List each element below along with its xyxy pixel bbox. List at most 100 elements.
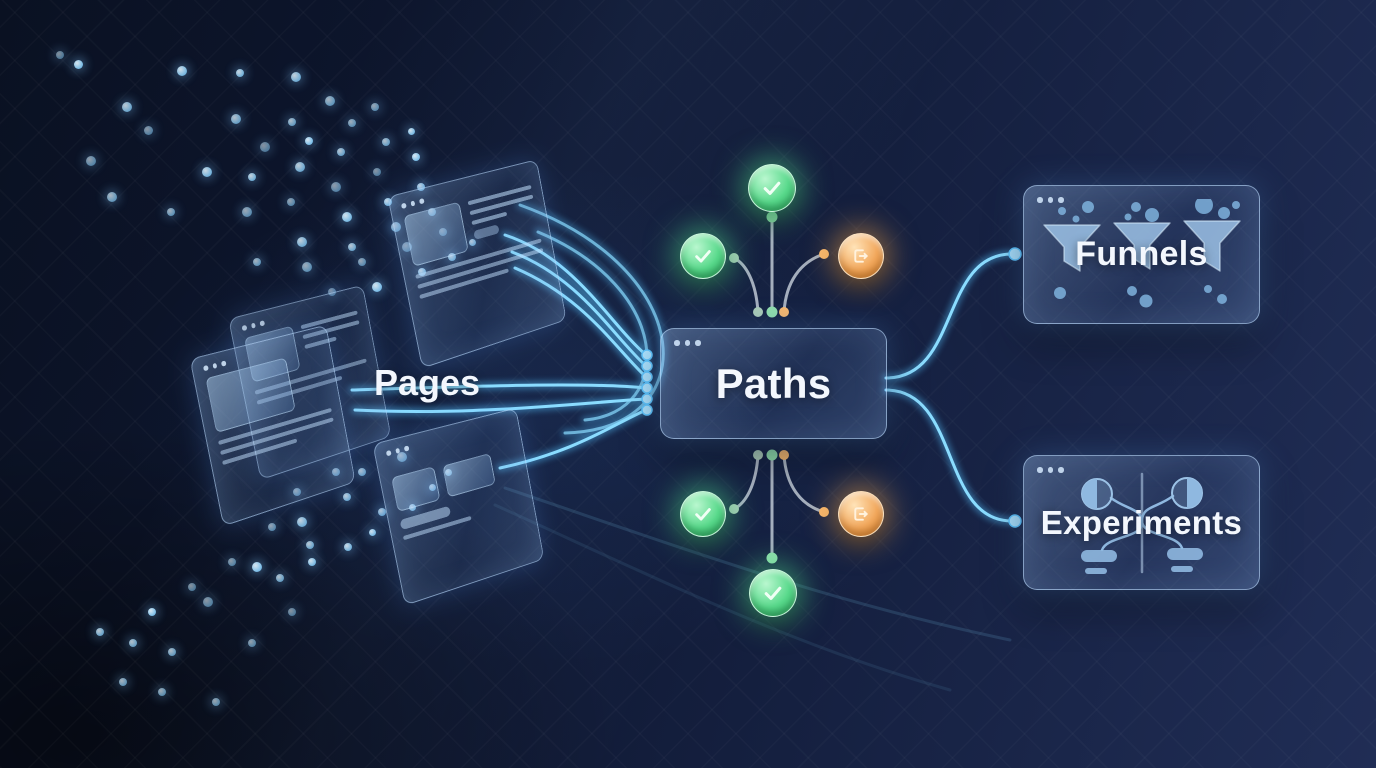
stream-dot xyxy=(328,288,336,296)
stream-dot xyxy=(378,508,386,516)
stream-dot xyxy=(308,558,316,566)
stream-dot xyxy=(342,212,352,222)
stream-dot xyxy=(444,468,452,476)
stream-dot xyxy=(276,574,284,582)
check-icon xyxy=(695,508,711,521)
pages-label: Pages xyxy=(374,362,481,403)
stream-dot xyxy=(408,503,416,511)
window-dots-icon xyxy=(674,340,701,346)
branch-endpoints xyxy=(729,211,829,564)
stream-dot xyxy=(107,192,117,202)
stream-dot xyxy=(412,153,420,161)
stream-dot xyxy=(148,608,156,616)
stream-dot xyxy=(242,207,252,217)
stream-dot xyxy=(86,156,96,166)
check-chip-top-left xyxy=(680,233,726,279)
stream-dot xyxy=(428,483,436,491)
stream-dot xyxy=(391,222,401,232)
stream-dot xyxy=(167,208,175,216)
stream-dot xyxy=(297,517,307,527)
check-chip-top-center xyxy=(748,164,796,212)
stream-dot xyxy=(287,198,295,206)
stream-dot xyxy=(371,103,379,111)
stream-dot xyxy=(325,96,335,106)
stream-dot xyxy=(373,168,381,176)
stream-dot xyxy=(439,228,447,236)
stream-dot xyxy=(212,698,220,706)
stream-dot xyxy=(344,543,352,551)
flow-endpoints xyxy=(641,247,1022,528)
stream-dot xyxy=(372,282,382,292)
stream-dot xyxy=(260,142,270,152)
funnel-icons xyxy=(1042,198,1241,307)
experiments-node: Experiments xyxy=(1023,455,1260,590)
stream-dot xyxy=(56,51,64,59)
stream-dot xyxy=(177,66,187,76)
page-thumbnail xyxy=(403,201,469,267)
stream-dot xyxy=(129,639,137,647)
stream-dot xyxy=(268,523,276,531)
paths-label: Paths xyxy=(715,359,832,407)
stream-dot xyxy=(96,628,104,636)
stream-dot xyxy=(368,528,376,536)
stream-dot xyxy=(293,488,301,496)
check-icon xyxy=(695,250,711,263)
stream-dot xyxy=(402,242,412,252)
stream-dot xyxy=(417,183,425,191)
exit-icon xyxy=(854,507,868,521)
stream-dot xyxy=(302,262,312,272)
stream-dot xyxy=(331,182,341,192)
window-dots-icon xyxy=(1037,197,1064,203)
stream-dot xyxy=(397,452,407,462)
stream-dot xyxy=(332,468,340,476)
stream-dot xyxy=(382,138,390,146)
paths-node: Paths xyxy=(660,328,887,439)
stream-dot xyxy=(297,237,307,247)
stream-dot xyxy=(295,162,305,172)
stream-dot xyxy=(248,173,256,181)
stream-dot xyxy=(407,127,415,135)
stream-dot xyxy=(143,125,153,135)
exit-chip-top-right xyxy=(838,233,884,279)
stream-dot xyxy=(228,558,236,566)
stream-dot xyxy=(337,148,345,156)
stream-dot xyxy=(448,253,456,261)
stream-dot xyxy=(343,493,351,501)
exit-icon xyxy=(854,249,868,263)
stream-dot xyxy=(348,243,356,251)
stream-dot xyxy=(236,69,244,77)
stream-dot xyxy=(468,238,476,246)
stream-dot xyxy=(188,583,196,591)
stream-dot xyxy=(122,102,132,112)
check-chip-bottom-left xyxy=(680,491,726,537)
stream-dot xyxy=(305,137,313,145)
page-thumbnail xyxy=(391,465,441,512)
page-text-lines xyxy=(467,182,539,248)
check-chip-bottom-center xyxy=(749,569,797,617)
exit-chip-bottom-right xyxy=(838,491,884,537)
page-thumbnail xyxy=(442,452,496,498)
stream-dot xyxy=(253,258,261,266)
funnels-label: Funnels xyxy=(1075,235,1208,273)
stream-dot xyxy=(288,608,296,616)
stream-dot xyxy=(384,198,392,206)
stream-dot xyxy=(168,648,176,656)
stream-dot xyxy=(428,208,436,216)
stream-dot xyxy=(288,118,296,126)
stream-dot xyxy=(203,597,213,607)
stream-dot xyxy=(248,639,256,647)
stream-dot xyxy=(291,72,301,82)
stream-dot xyxy=(73,59,83,69)
stream-dot xyxy=(348,119,356,127)
funnels-node: Funnels xyxy=(1023,185,1260,324)
ab-test-icon xyxy=(1080,472,1203,574)
stream-dot xyxy=(306,541,314,549)
stream-dot xyxy=(231,114,241,124)
experiments-label: Experiments xyxy=(1040,503,1243,541)
stream-dot xyxy=(202,167,212,177)
check-icon xyxy=(764,586,782,600)
funnel-bubbles xyxy=(1053,198,1240,307)
